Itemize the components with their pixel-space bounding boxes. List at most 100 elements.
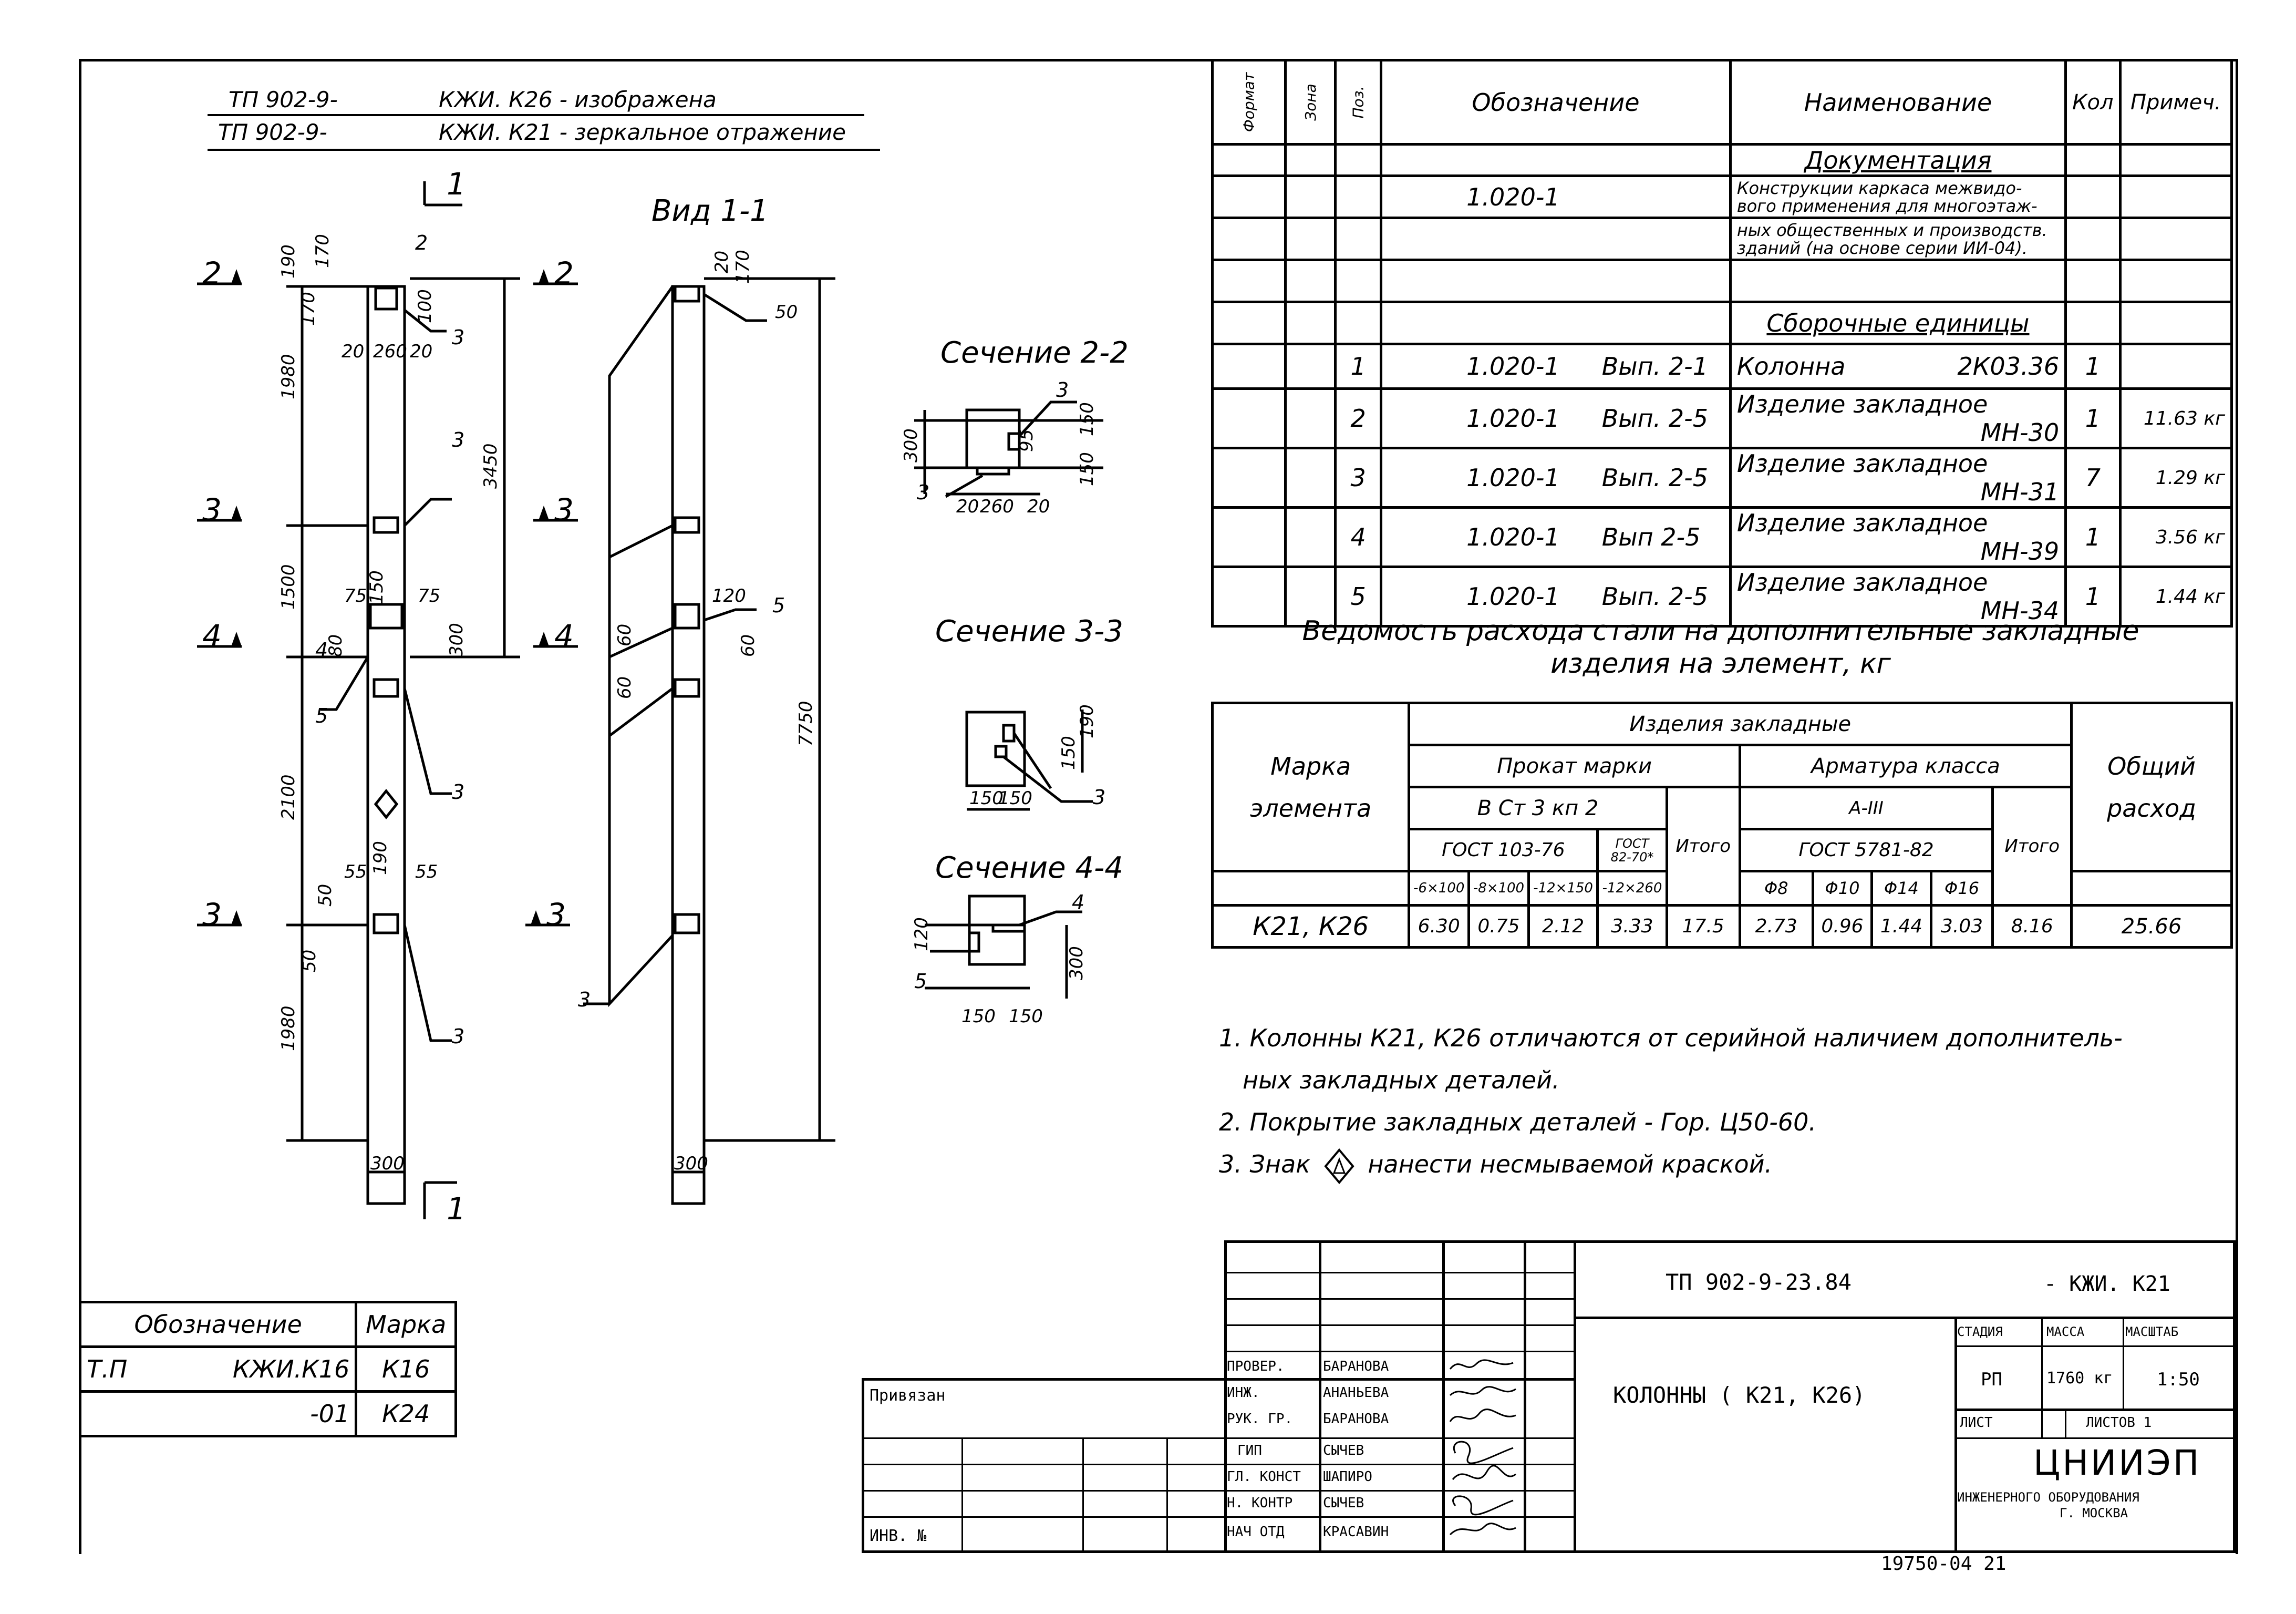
sec33-dim-150a: 150 [969,788,1004,809]
column-side-body [671,285,706,1205]
mass-header: МАССА [2046,1324,2085,1339]
spec-note: 3.56 кг [2118,506,2233,568]
sec22-dim-150b: 150 [1077,452,1098,486]
cut-mark-3b-right: 3 [546,897,566,932]
spec-qty: 7 [2064,447,2122,509]
steel-cell: 2.12 [1527,904,1599,949]
pos-label-5: 5 [315,704,328,727]
pos-label-3a: 3 [452,326,464,349]
spec-h-note: Примеч. [2118,59,2233,146]
name-6: СЫЧЕВ [1323,1495,1364,1511]
sec44-dim-120: 120 [911,917,932,951]
name-4: СЫЧЕВ [1323,1443,1364,1458]
sec22-dim-260: 260 [980,496,1014,517]
dim-3450: 3450 [480,443,501,489]
sec44-dim-300: 300 [1066,946,1087,980]
steel-h-total: Общий расход [2070,702,2233,872]
steel-sub-8: Φ16 [1929,870,1994,907]
steel-h-rebar: Арматура класса [1738,744,2073,788]
steel-cell: 3.33 [1596,904,1668,949]
steel-h-items: Изделия закладные [1408,702,2073,746]
org-sub-2: Г. МОСКВА [2060,1506,2128,1520]
spec-doc-name-a: Конструкции каркаса межвидо- вого примен… [1729,174,2067,219]
dim-120-side: 120 [712,585,746,606]
dim-300-front-bottom: 300 [370,1153,405,1174]
steel-sub-2: -8×100 [1467,870,1530,907]
column-front-body [366,285,406,1205]
pos-label-3d: 3 [452,1025,464,1048]
note-1-cont: ных закладных деталей. [1243,1066,1560,1094]
sec22-dim-150: 150 [1077,402,1098,436]
sec44-label-5: 5 [914,970,927,993]
spec-doc-name-2: вого применения для многоэтаж- [1736,196,2038,216]
steel-cell: 0.96 [1811,904,1874,949]
steel-sub-7: Φ14 [1870,870,1932,907]
steel-h-gost2: ГОСТ 82-70* [1596,828,1668,872]
steel-h-subtotal-rebar: Итого [1991,786,2073,907]
dim-100: 100 [415,289,436,323]
mark-row: -01 К24 [78,1390,457,1437]
steel-title-line-1: Ведомость расхода стали на дополнительны… [1302,615,2139,647]
dim-20-right: 20 [410,341,432,362]
section-3-3-title: Сечение 3-3 [935,614,1123,649]
pos-label-3e: 3 [578,988,591,1011]
sec33-dim-150b: 150 [998,788,1032,809]
sec22-dim-300: 300 [901,428,922,462]
spec-qty: 1 [2064,566,2122,628]
cut-mark-3-left: 3 [202,492,222,528]
spec-pos: 1 [1334,343,1383,390]
spec-note: 1.44 кг [2118,566,2233,628]
role-7: НАЧ ОТД [1227,1524,1285,1540]
cut-mark-4-left: 4 [202,618,222,654]
role-3: РУК. ГР. [1227,1411,1293,1427]
scale-header: МАСШТАБ [2125,1324,2179,1339]
spec-h-designation: Обозначение [1380,59,1732,146]
spec-note: 1.29 кг [2118,447,2233,509]
spec-qty: 1 [2064,343,2122,390]
steel-h-rebar-class: А-III [1738,786,1994,830]
steel-cell: 8.16 [1991,904,2073,949]
sec22-label-3b: 3 [917,481,929,504]
sheet-frame [79,59,2238,1554]
dim-50-b: 50 [299,950,320,972]
stamp-project: ТП 902-9-23.84 [1666,1269,1852,1295]
dim-20-side: 20 [711,251,732,273]
ref-text-1: КЖИ. К26 - изображена [439,87,717,112]
spec-pos: 4 [1334,506,1383,568]
dim-1500: 1500 [278,564,299,610]
steel-table: Марка элемента Изделия закладные Общий р… [1211,702,2233,949]
spec-h-zone: Зона [1284,59,1337,146]
pos-label-4: 4 [315,639,328,662]
sec33-dim-190: 190 [1077,704,1098,738]
cut-mark-2-left: 2 [202,255,222,291]
inv-label: ИНВ. № [870,1527,927,1545]
spec-pos: 5 [1334,566,1383,628]
steel-h-gost1: ГОСТ 103-76 [1408,828,1599,872]
title-block: Привязан ИНВ. № ПРОВЕР. БАРАНОВА ИНЖ. АН… [862,1240,2236,1553]
steel-sub-6: Φ10 [1811,870,1874,907]
sheets-header: ЛИСТОВ 1 [2086,1415,2152,1431]
dim-260: 260 [373,341,407,362]
column-drawings: Вид 1-1 Сечение 2-2 Сечение 3-3 Сечение … [197,166,1129,1227]
name-2: АНАНЬЕВА [1323,1385,1389,1401]
spec-doc-name-1: Конструкции каркаса межвидо- [1736,178,2022,198]
steel-cell: 0.75 [1467,904,1530,949]
steel-cell: 17.5 [1665,904,1741,949]
sec44-dim-150a: 150 [961,1006,996,1027]
dim-60-side-c: 60 [738,634,759,657]
spec-h-pos: Поз. [1334,59,1383,146]
dim-300-side-bottom: 300 [674,1153,708,1174]
ref-text-2: КЖИ. К21 - зеркальное отражение [439,119,846,145]
dim-75-right: 75 [418,585,440,606]
diamond-sign-icon [1324,1148,1354,1184]
dim-7750: 7750 [795,701,816,746]
notes: 1. Колонны К21, К26 отличаются от серийн… [1219,1017,2123,1185]
spec-doc-section: Документация [1729,143,2067,177]
sec22-label-3a: 3 [1056,378,1069,402]
role-4: ГИП [1237,1443,1262,1458]
